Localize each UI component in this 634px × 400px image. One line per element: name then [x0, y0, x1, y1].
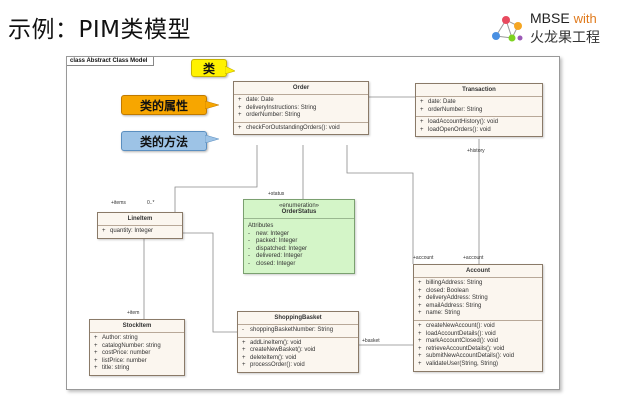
attribute-row: +costPrice: number: [94, 350, 151, 357]
operation-row: +createNewAccount(): void: [418, 322, 495, 329]
attribute-row: +emailAddress: String: [418, 302, 482, 309]
association-lines: [143, 96, 480, 346]
attribute-row: +billingAddress: String: [418, 280, 483, 286]
callout-class: 类: [191, 59, 227, 77]
operation-row: +addLineItem(): void: [242, 339, 302, 346]
class-lineitem-name: LineItem: [98, 213, 182, 226]
operation-row: +loadAccountHistory(): void: [420, 119, 499, 126]
class-transaction[interactable]: Transaction +date: Date +orderNumber: St…: [415, 83, 543, 138]
role-basket: +basket: [362, 338, 380, 344]
attribute-row: +quantity: Integer: [102, 228, 154, 234]
class-order-operations: +checkForOutstandingOrders(): void: [234, 123, 368, 135]
class-account-name: Account: [414, 265, 542, 278]
enum-literal: -packed: Integer: [248, 238, 298, 245]
attribute-row: +catalogNumber: string: [94, 342, 161, 349]
network-logo-icon: [492, 16, 523, 42]
attribute-row: +title: string: [94, 365, 130, 372]
role-items: +items: [111, 200, 126, 206]
class-stockitem-name: StockItem: [90, 320, 184, 333]
operation-row: +submitNewAccountDetails(): void: [418, 353, 515, 360]
class-shoppingbasket-name: ShoppingBasket: [238, 312, 358, 325]
class-order-name: Order: [234, 82, 368, 95]
attribute-row: +date: Date: [238, 97, 274, 103]
assoc-order-account: [346, 145, 414, 264]
attribute-row: +date: Date: [420, 99, 456, 105]
operation-row: +loadAccountDetails(): void: [418, 330, 496, 337]
operation-row: +markAccountClosed(): void: [418, 338, 499, 345]
enum-literal: -delivered: Integer: [248, 253, 303, 260]
enum-orderstatus-name: OrderStatus: [281, 209, 317, 215]
attribute-row: +closed: Boolean: [418, 287, 469, 294]
class-transaction-attributes: +date: Date +orderNumber: String: [416, 97, 542, 118]
logo-brand: MBSE with: [530, 10, 597, 26]
attribute-row: +deliveryInstructions: String: [238, 104, 317, 111]
role-account-right: +account: [463, 255, 484, 261]
class-order-attributes: +date: Date +deliveryInstructions: Strin…: [234, 95, 368, 123]
role-account-left: +account: [413, 255, 434, 261]
enum-literal: -closed: Integer: [248, 260, 296, 267]
enum-orderstatus-header: «enumeration» OrderStatus: [244, 200, 354, 219]
enum-stereotype: «enumeration»: [278, 203, 320, 209]
enum-section-title: Attributes: [248, 223, 274, 229]
class-stockitem-attributes: +Author: string +catalogNumber: string +…: [90, 333, 184, 375]
class-stockitem[interactable]: StockItem +Author: string +catalogNumber…: [89, 319, 185, 376]
attribute-row: +listPrice: number: [94, 357, 147, 364]
class-order[interactable]: Order +date: Date +deliveryInstructions:…: [233, 81, 369, 136]
attribute-row: +orderNumber: String: [238, 112, 301, 119]
enum-orderstatus-literals: Attributes -new: Integer -packed: Intege…: [244, 219, 354, 273]
enum-literal: -new: Integer: [248, 230, 290, 237]
role-status: +status: [268, 191, 285, 197]
diagram-frame-label: class Abstract Class Model: [67, 57, 155, 66]
callout-methods-pointer: [205, 135, 219, 143]
class-lineitem[interactable]: LineItem +quantity: Integer: [97, 212, 183, 239]
class-diagram: class Abstract Class Model +items 0..* +…: [66, 56, 560, 390]
slide-title: 示例：PIM类模型: [8, 17, 191, 43]
enum-orderstatus[interactable]: «enumeration» OrderStatus Attributes -ne…: [243, 199, 355, 274]
class-account[interactable]: Account +billingAddress: String +closed:…: [413, 264, 543, 372]
class-lineitem-attributes: +quantity: Integer: [98, 226, 182, 238]
class-account-attributes: +billingAddress: String +closed: Boolean…: [414, 278, 542, 321]
operation-row: +checkForOutstandingOrders(): void: [238, 124, 340, 131]
attribute-row: +Author: string: [94, 335, 138, 341]
logo-with-text: with: [573, 11, 597, 26]
class-shoppingbasket[interactable]: ShoppingBasket -shoppingBasketNumber: St…: [237, 311, 359, 373]
attribute-row: +orderNumber: String: [420, 106, 483, 113]
callout-class-pointer: [225, 66, 235, 74]
callout-attributes-pointer: [205, 101, 219, 109]
logo-cn-text: 火龙果工程: [530, 30, 600, 46]
operation-row: +processOrder(): void: [242, 362, 305, 369]
role-item: +item: [127, 310, 140, 316]
role-items-multiplicity: 0..*: [147, 200, 155, 206]
logo: MBSE with 火龙果工程: [486, 8, 634, 48]
operation-row: +createNewBasket(): void: [242, 347, 316, 354]
class-shoppingbasket-attributes: -shoppingBasketNumber: String: [238, 325, 358, 338]
operation-row: +validateUser(String, String): [418, 360, 499, 367]
callout-methods: 类的方法: [121, 131, 207, 151]
class-transaction-name: Transaction: [416, 84, 542, 97]
attribute-row: +deliveryAddress: String: [418, 295, 488, 302]
operation-row: +deleteItem(): void: [242, 354, 297, 361]
attribute-row: -shoppingBasketNumber: String: [242, 327, 334, 333]
logo-brand-text: MBSE: [530, 10, 570, 26]
assoc-lineitem-shoppingbasket: [183, 232, 237, 333]
role-history: +history: [467, 148, 485, 154]
callout-attributes: 类的属性: [121, 95, 207, 115]
attribute-row: +name: String: [418, 310, 461, 317]
class-account-operations: +createNewAccount(): void +loadAccountDe…: [414, 321, 542, 371]
operation-row: +retrieveAccountDetails(): void: [418, 345, 505, 352]
class-transaction-operations: +loadAccountHistory(): void +loadOpenOrd…: [416, 117, 542, 136]
operation-row: +loadOpenOrders(): void: [420, 126, 491, 133]
class-shoppingbasket-operations: +addLineItem(): void +createNewBasket():…: [238, 338, 358, 372]
enum-literal: -dispatched: Integer: [248, 245, 308, 252]
assoc-order-lineitem: [174, 145, 258, 212]
